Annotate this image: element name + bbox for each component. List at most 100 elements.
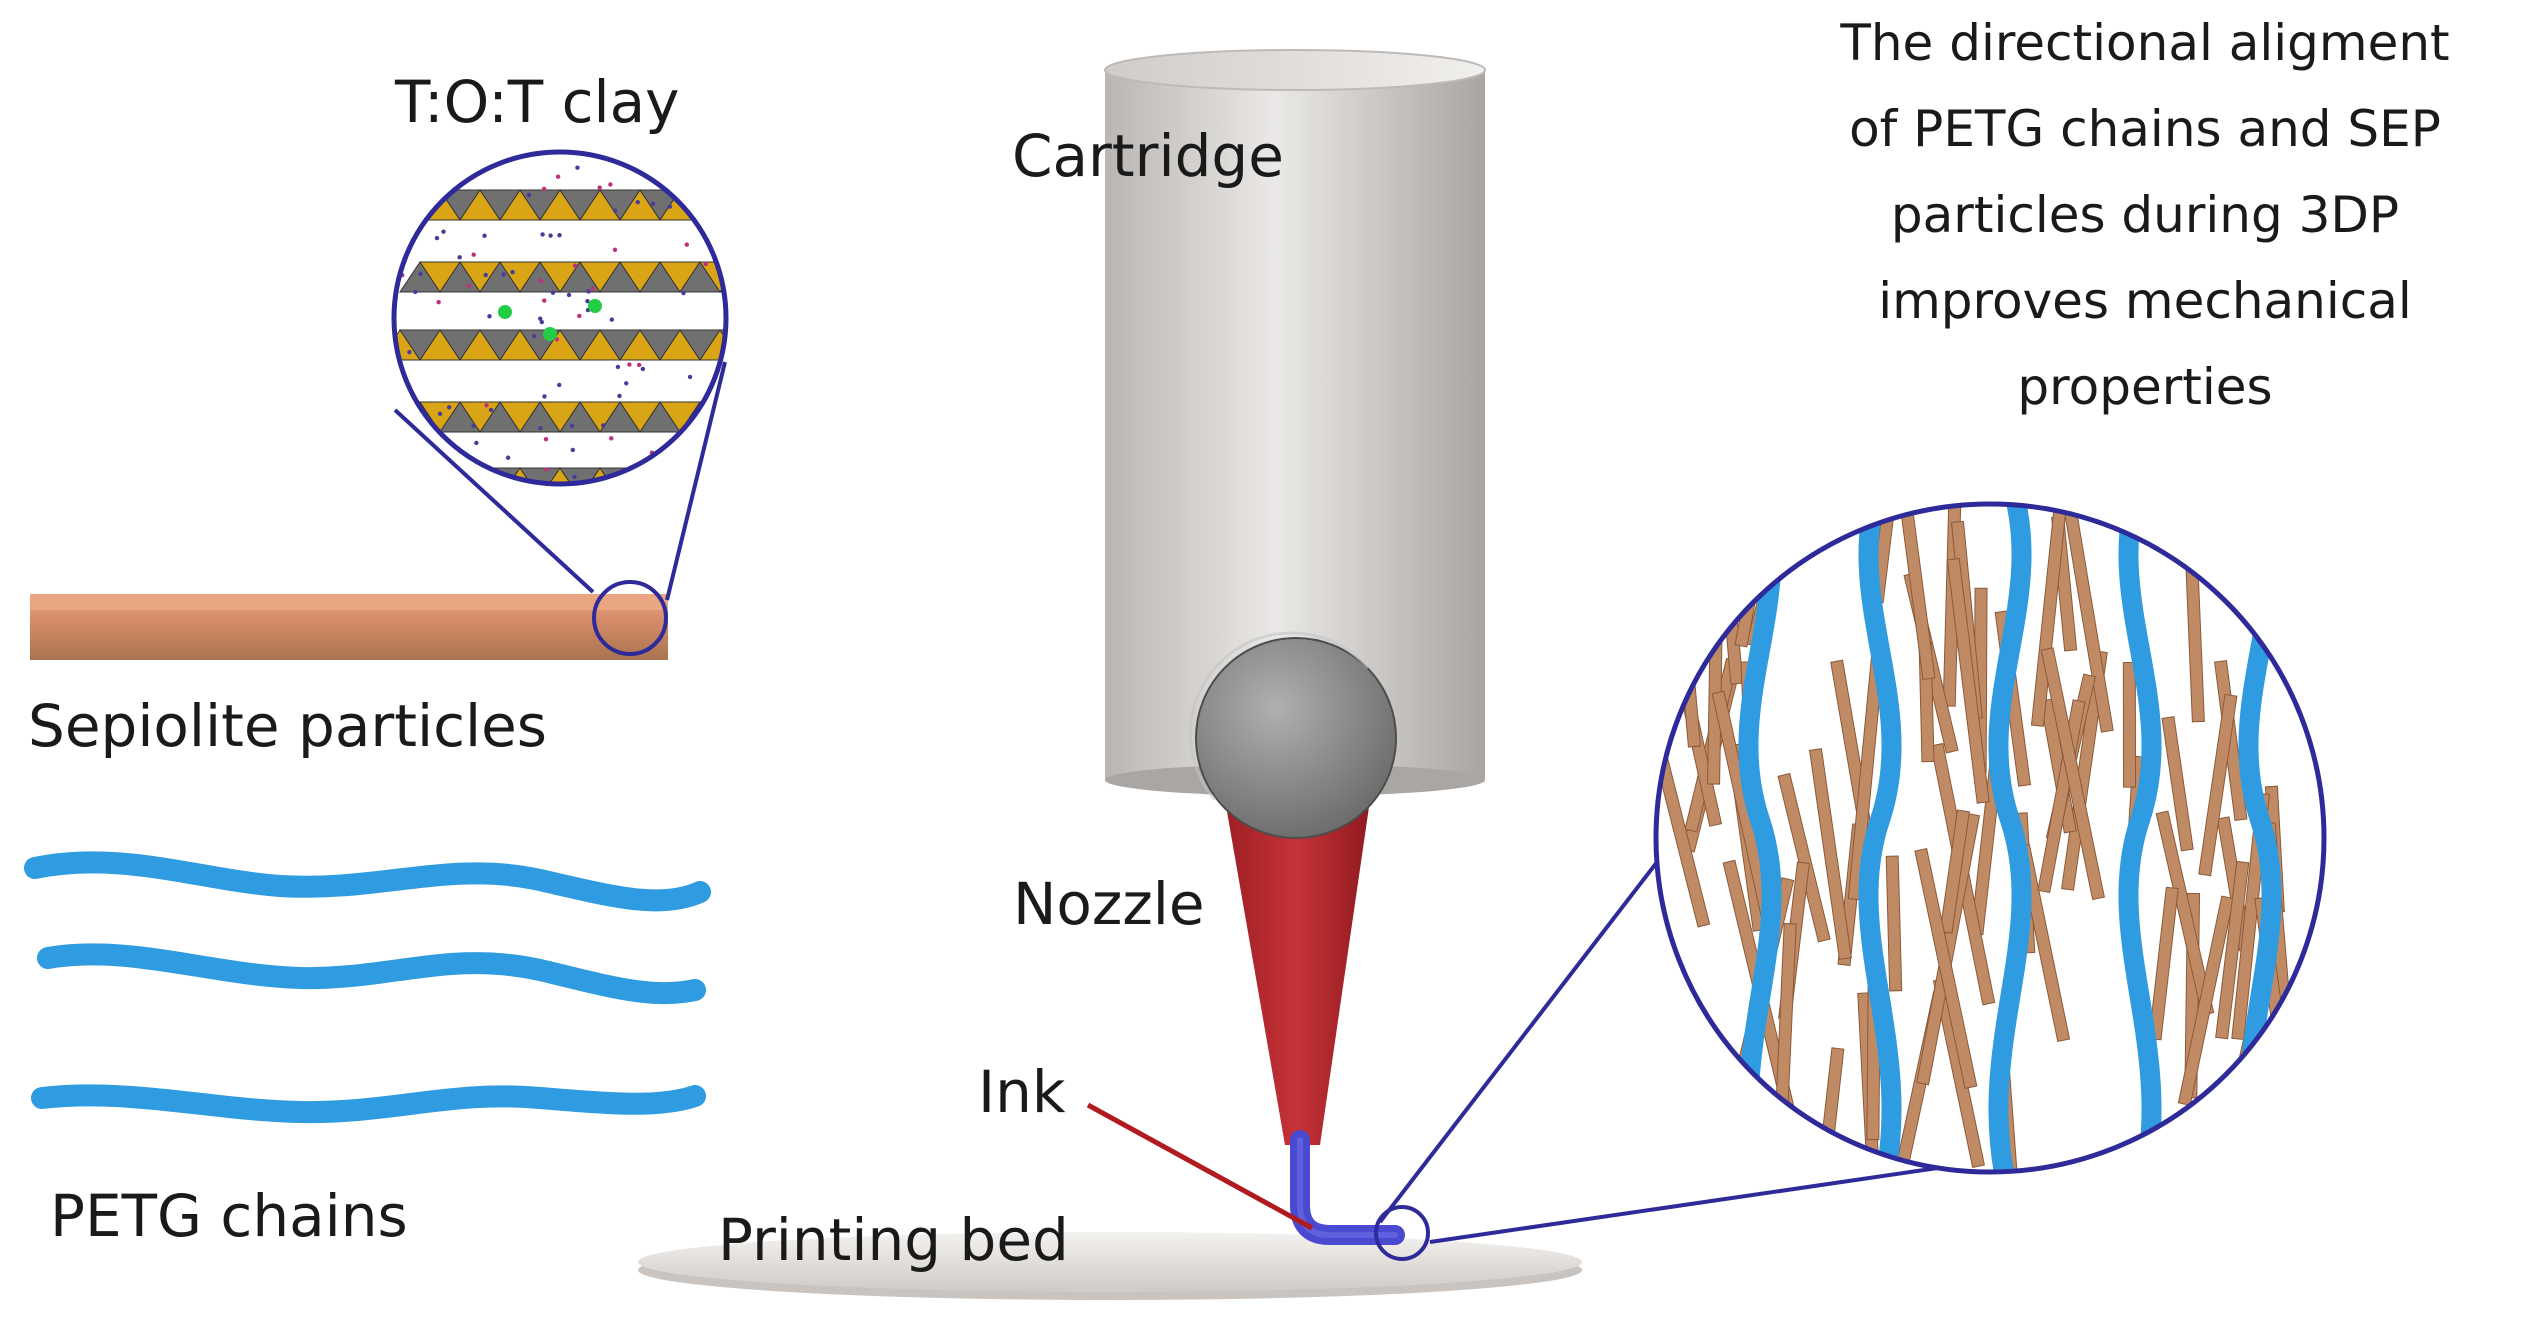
sepiolite-rod [2040,647,2105,901]
atom-dot [418,271,423,277]
atom-dot [471,423,476,428]
caption-line-5: properties [2017,358,2272,416]
octahedron [719,261,726,293]
sepiolite-rod [1808,748,1852,960]
atom-dot [423,454,428,459]
atom-dot [487,314,492,319]
tetrahedron [780,402,820,432]
atom-dot [400,399,405,405]
sepiolite-rod [1707,584,1724,785]
petg-chains [24,851,711,1124]
label-petg-chains: PETG chains [50,1182,408,1250]
octahedron [719,401,726,433]
sepiolite-rod [2177,895,2235,1106]
octahedron [760,262,800,292]
aligned-petg-chain [1858,504,1902,1172]
atom-dot [566,292,572,298]
atom-dot [405,207,411,212]
cation-dot [543,327,557,341]
petg-chain-1 [24,851,711,912]
caption-line-2: of PETG chains and SEP [1849,100,2441,158]
atom-dot [609,436,614,441]
atom-dot [423,164,429,169]
atom-dot [617,393,622,399]
atom-dot [667,204,673,209]
label-ink: Ink [978,1058,1066,1126]
atom-dot [703,218,709,223]
atom-dot [612,247,618,253]
sepiolite-particle-bar [30,594,668,660]
atom-dot [437,411,443,417]
atom-dot [450,158,455,163]
atom-dot [538,316,543,321]
sepiolite-rod [1777,772,1831,943]
atom-dot [452,473,457,478]
octahedron [639,467,681,484]
cation-dot [498,305,512,319]
atom-dot [572,263,578,268]
atom-dot [543,436,549,442]
atom-dot [615,364,621,370]
aligned-petg-chain [2118,504,2162,1172]
sepiolite-rod [1885,855,1903,992]
atom-dot [407,349,412,355]
atom-dot [441,229,446,234]
octahedron [719,467,726,484]
atom-dot [454,173,459,179]
petg-chain-3 [31,1084,706,1124]
atom-dot [474,440,479,446]
atom-dot [510,269,515,275]
caption-block: The directional aligment of PETG chains … [1839,14,2449,416]
sepiolite-rod [1914,848,1978,1090]
atom-dot [538,426,543,431]
sepiolite-rod [2030,504,2068,727]
atom-dot [436,299,441,305]
printing-bed [638,1232,1582,1300]
aligned-petg-chain [1988,504,2032,1172]
atom-dot [650,201,656,206]
atom-dot [541,186,547,192]
atom-dot [635,199,640,205]
atom-dot [483,272,488,278]
petg-chain-2 [37,943,706,1005]
atom-dot [570,447,575,453]
tetrahedron [699,401,726,433]
tetrahedron [419,467,461,484]
atom-dot [608,182,613,187]
tetrahedron [740,330,780,360]
sepiolite-rod [1895,504,1936,680]
sepiolite-rod [1939,809,1970,934]
cartridge-cylinder [1104,49,1486,796]
atom-dot [413,289,418,295]
atom-dot [694,433,699,438]
atom-dot [540,232,545,237]
atom-dot [585,298,590,304]
atom-dot [538,278,543,283]
tetrahedron [394,189,421,221]
atom-dot [550,290,556,295]
atom-dot [687,374,693,380]
atom-dot [569,423,575,429]
ink-pointer-line [1086,1102,1314,1231]
atom-dot [446,405,452,410]
atom-dot [488,407,494,413]
atom-dot [548,233,553,238]
sepiolite-rod [2198,693,2238,877]
tetrahedron [699,189,726,221]
sepiolite-rod [1662,1035,1703,1172]
atom-dot [466,283,472,289]
sepiolite-rod [2215,860,2250,1040]
atom-dot [457,255,462,260]
sepiolite-rod [2122,661,2137,788]
tot-clay-structure [391,149,820,487]
atom-dot [612,208,618,213]
label-sepiolite-particles: Sepiolite particles [28,692,547,760]
alignment-structure [1653,501,2327,1175]
atom-dot [471,252,476,257]
atom-dot [572,474,577,479]
caption-line-1: The directional aligment [1839,14,2449,72]
atom-dot [586,289,591,294]
tetrahedron [740,402,780,432]
atom-dot [601,423,606,428]
